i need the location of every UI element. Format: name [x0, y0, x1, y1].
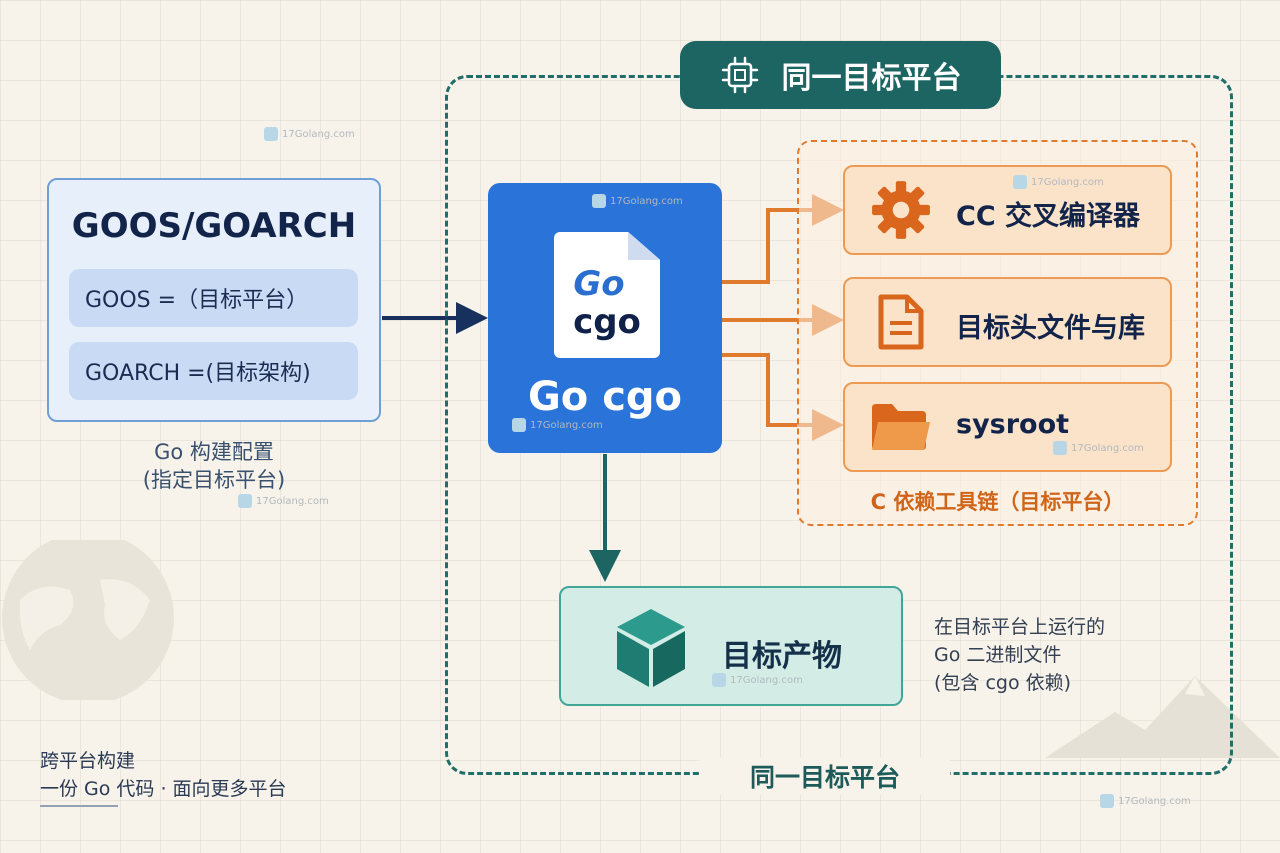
watermark-text: 17Golang.com: [1031, 176, 1104, 188]
cc-cross-compiler-label: CC 交叉编译器: [956, 201, 1141, 232]
config-title: GOOS/GOARCH: [71, 206, 357, 246]
file-cgo-text: cgo: [573, 302, 641, 342]
goarch-row: GOARCH =(目标架构): [69, 342, 358, 400]
watermark: 17Golang.com: [238, 494, 329, 508]
globe-decoration: [2, 540, 174, 700]
watermark-logo-icon: [1100, 794, 1114, 808]
watermark: 17Golang.com: [264, 127, 355, 141]
artifact-description: 在目标平台上运行的 Go 二进制文件 (包含 cgo 依赖): [934, 613, 1105, 697]
watermark: 17Golang.com: [1053, 441, 1144, 455]
document-icon: [866, 287, 936, 357]
region-bottom-label: 同一目标平台: [700, 758, 950, 794]
mountain-decoration: [1045, 676, 1280, 758]
config-caption-line1: Go 构建配置: [154, 440, 274, 464]
sysroot-label: sysroot: [956, 409, 1070, 440]
watermark: 17Golang.com: [1013, 175, 1104, 189]
region-title: 同一目标平台: [781, 61, 962, 96]
watermark-logo-icon: [712, 673, 726, 687]
watermark-text: 17Golang.com: [1118, 795, 1191, 807]
target-artifact-label: 目标产物: [722, 639, 842, 674]
goos-label: GOOS =（目标平台）: [85, 288, 309, 313]
go-cgo-label: Go cgo: [527, 374, 683, 420]
watermark-logo-icon: [1013, 175, 1027, 189]
watermark-text: 17Golang.com: [282, 128, 355, 140]
artifact-desc-line1: 在目标平台上运行的: [934, 616, 1106, 638]
watermark-text: 17Golang.com: [1071, 442, 1144, 454]
watermark: 17Golang.com: [712, 673, 803, 687]
watermark-text: 17Golang.com: [610, 195, 683, 207]
footer-subtitle: 一份 Go 代码 · 面向更多平台: [40, 778, 287, 800]
gear-icon: [866, 175, 936, 245]
config-caption: Go 构建配置 (指定目标平台): [47, 438, 381, 494]
chip-icon: [721, 56, 758, 94]
config-caption-line2: (指定目标平台): [142, 468, 286, 492]
cube-icon: [617, 609, 685, 687]
region-title-pill: 同一目标平台: [680, 41, 1001, 109]
c-toolchain-caption: C 依赖工具链（目标平台）: [870, 490, 1125, 514]
watermark-logo-icon: [264, 127, 278, 141]
goos-row: GOOS =（目标平台）: [69, 269, 358, 327]
watermark: 17Golang.com: [1100, 794, 1191, 808]
watermark-logo-icon: [592, 194, 606, 208]
footer-underline: [40, 805, 118, 807]
target-artifact-box: [559, 586, 903, 706]
watermark-text: 17Golang.com: [730, 674, 803, 686]
watermark: 17Golang.com: [512, 418, 603, 432]
target-headers-libs-label: 目标头文件与库: [956, 313, 1145, 344]
watermark-logo-icon: [1053, 441, 1067, 455]
watermark-text: 17Golang.com: [530, 419, 603, 431]
file-go-text: Go: [573, 264, 625, 304]
artifact-desc-line2: Go 二进制文件: [934, 644, 1062, 666]
watermark-logo-icon: [238, 494, 252, 508]
artifact-desc-line3: (包含 cgo 依赖): [934, 672, 1072, 694]
footer-title: 跨平台构建: [40, 750, 136, 772]
folder-icon: [866, 392, 936, 462]
watermark-logo-icon: [512, 418, 526, 432]
watermark: 17Golang.com: [592, 194, 683, 208]
goarch-label: GOARCH =(目标架构): [85, 361, 311, 386]
watermark-text: 17Golang.com: [256, 495, 329, 507]
